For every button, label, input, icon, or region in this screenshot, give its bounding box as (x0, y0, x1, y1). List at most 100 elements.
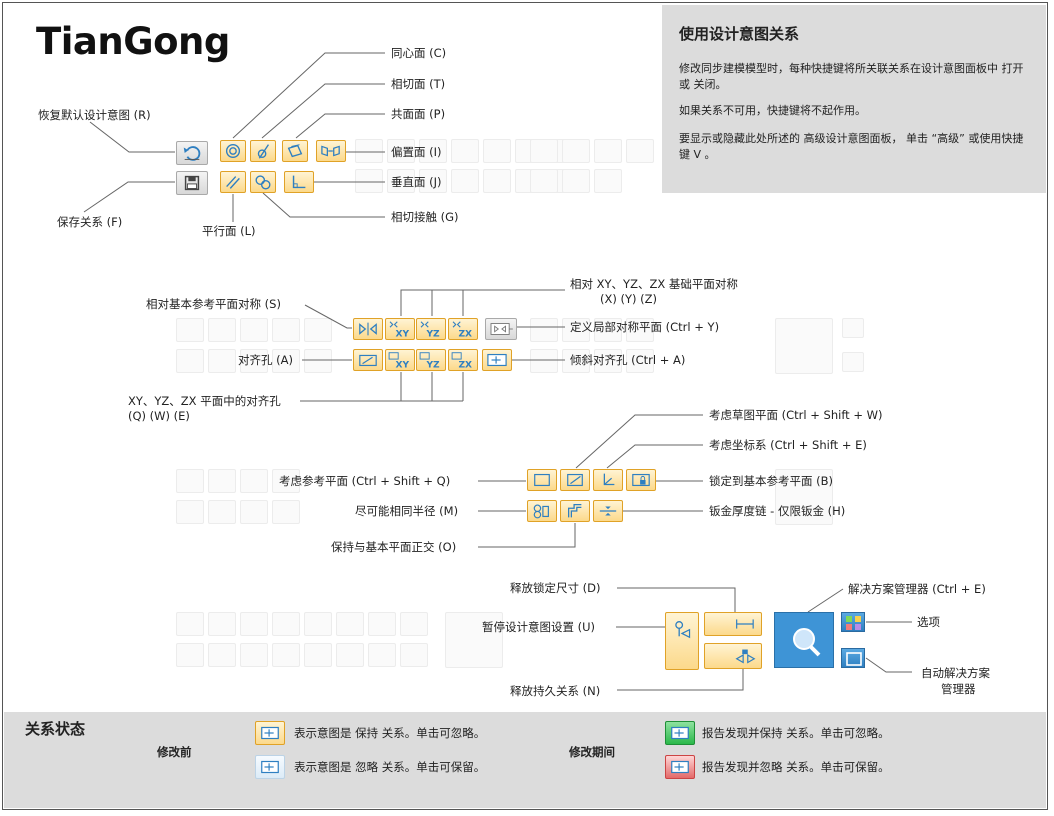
parallel-button[interactable] (220, 171, 246, 193)
offset-button[interactable] (316, 140, 346, 162)
status-legend-panel: 关系状态 修改前 修改期间 表示意图是 保持 关系。单击可忽略。 表示意图是 忽… (4, 712, 1046, 808)
ghost-button (562, 349, 590, 373)
consider-coord-system-button[interactable] (593, 469, 623, 491)
ghost-button (272, 349, 300, 373)
ghost-button (336, 612, 364, 636)
release-persistent-button[interactable] (704, 643, 762, 669)
symmetric-xy-button[interactable]: XY (385, 318, 415, 340)
ghost-button (272, 469, 300, 493)
tangent-touch-button[interactable] (250, 171, 276, 193)
consider-ref-plane-button[interactable] (527, 469, 557, 491)
status-title: 关系状态 (25, 720, 86, 738)
ghost-button (176, 500, 204, 524)
ghost-button (451, 169, 479, 193)
ghost-button (240, 643, 268, 667)
ghost-button (208, 643, 236, 667)
align-hole-button[interactable] (353, 349, 383, 371)
status-ignore-text: 表示意图是 忽略 关系。单击可保留。 (294, 760, 486, 774)
ghost-button (451, 139, 479, 163)
ghost-button (419, 139, 447, 163)
align-zx-button[interactable]: ZX (448, 349, 478, 371)
label-release-persistent: 释放持久关系 (N) (510, 684, 601, 698)
label-lock-base: 锁定到基本参考平面 (B) (709, 474, 834, 488)
ghost-button (400, 612, 428, 636)
perpendicular-button[interactable] (284, 171, 314, 193)
align-xy-button[interactable]: XY (385, 349, 415, 371)
label-symmetric-xyz-keys: (X) (Y) (Z) (600, 292, 658, 306)
ghost-button (176, 643, 204, 667)
solution-manager-button[interactable] (774, 612, 834, 668)
status-found-keep-text: 报告发现并保持 关系。单击可忽略。 (702, 726, 890, 740)
tilt-align-hole-button[interactable] (482, 349, 512, 371)
ghost-button (594, 169, 622, 193)
info-paragraph-1: 修改同步建模模型时，每种快捷键将所关联关系在设计意图面板中 打开或 关闭。 (679, 62, 1024, 91)
ignore-state-icon (255, 755, 285, 779)
info-paragraph-3: 要显示或隐藏此处所述的 高级设计意图面板， 单击 “高级” 或使用快捷键 V 。 (679, 132, 1024, 161)
ghost-button (530, 349, 558, 373)
label-tangent: 相切面 (T) (391, 77, 446, 91)
symmetric-yz-button[interactable]: YZ (416, 318, 446, 340)
ghost-button (240, 349, 268, 373)
coplanar-button[interactable] (282, 140, 308, 162)
ghost-button (842, 352, 864, 372)
ghost-button (272, 612, 300, 636)
local-symmetry-button[interactable] (485, 318, 517, 340)
tangent-button[interactable] (250, 140, 276, 162)
svg-text:YZ: YZ (425, 360, 440, 370)
pause-intent-button[interactable] (665, 612, 699, 670)
ghost-button (304, 349, 332, 373)
ghost-button (387, 139, 415, 163)
same-radius-button[interactable] (527, 500, 557, 522)
ghost-button (176, 349, 204, 373)
svg-text:XY: XY (395, 360, 409, 370)
lock-base-plane-button[interactable] (626, 469, 656, 491)
brand-title: TianGong (36, 20, 230, 63)
ghost-button (272, 500, 300, 524)
align-yz-button[interactable]: YZ (416, 349, 446, 371)
label-pause: 暂停设计意图设置 (U) (482, 620, 596, 634)
ghost-button (419, 169, 447, 193)
ghost-button (445, 612, 503, 668)
label-sheet-metal-chain: 钣金厚度链 - 仅限钣金 (H) (709, 504, 846, 518)
ghost-button (530, 139, 558, 163)
ghost-button (208, 469, 236, 493)
sheet-metal-chain-button[interactable] (593, 500, 623, 522)
concentric-button[interactable] (220, 140, 246, 162)
ghost-button (272, 643, 300, 667)
ghost-button (176, 612, 204, 636)
label-coord-system: 考虑坐标系 (Ctrl + Shift + E) (709, 438, 867, 452)
ghost-button (400, 643, 428, 667)
label-symmetric-base: 相对基本参考平面对称 (S) (146, 297, 281, 311)
ghost-button (530, 169, 558, 193)
symmetric-zx-button[interactable]: ZX (448, 318, 478, 340)
ghost-button (355, 169, 383, 193)
ghost-button (304, 318, 332, 342)
ghost-button (176, 318, 204, 342)
symmetric-base-button[interactable] (353, 318, 383, 340)
label-solution-manager: 解决方案管理器 (Ctrl + E) (848, 582, 986, 596)
release-locked-dim-button[interactable] (704, 612, 762, 636)
info-paragraph-2: 如果关系不可用，快捷键将不起作用。 (679, 104, 866, 117)
svg-text:XY: XY (395, 329, 409, 339)
ghost-button (562, 318, 590, 342)
auto-solution-manager-button[interactable] (841, 648, 865, 668)
status-before: 修改前 (157, 745, 192, 759)
ghost-button (240, 612, 268, 636)
ghost-button (483, 139, 511, 163)
options-button[interactable] (841, 612, 865, 632)
ghost-button (355, 139, 383, 163)
restore-default-button[interactable] (176, 141, 208, 165)
label-release-dim: 释放锁定尺寸 (D) (510, 581, 601, 595)
ghost-button (272, 318, 300, 342)
info-panel: 使用设计意图关系 修改同步建模模型时，每种快捷键将所关联关系在设计意图面板中 打… (662, 5, 1046, 193)
label-ref-plane: 考虑参考平面 (Ctrl + Shift + Q) (279, 474, 451, 488)
save-relations-button[interactable] (176, 171, 208, 195)
status-keep-text: 表示意图是 保持 关系。单击可忽略。 (294, 726, 486, 740)
label-auto-solution-2: 管理器 (941, 682, 976, 696)
label-symmetric-xyz: 相对 XY、YZ、ZX 基础平面对称 (570, 277, 738, 291)
label-concentric: 同心面 (C) (391, 46, 447, 60)
ortho-base-button[interactable] (560, 500, 590, 522)
ghost-button (304, 643, 332, 667)
consider-sketch-plane-button[interactable] (560, 469, 590, 491)
